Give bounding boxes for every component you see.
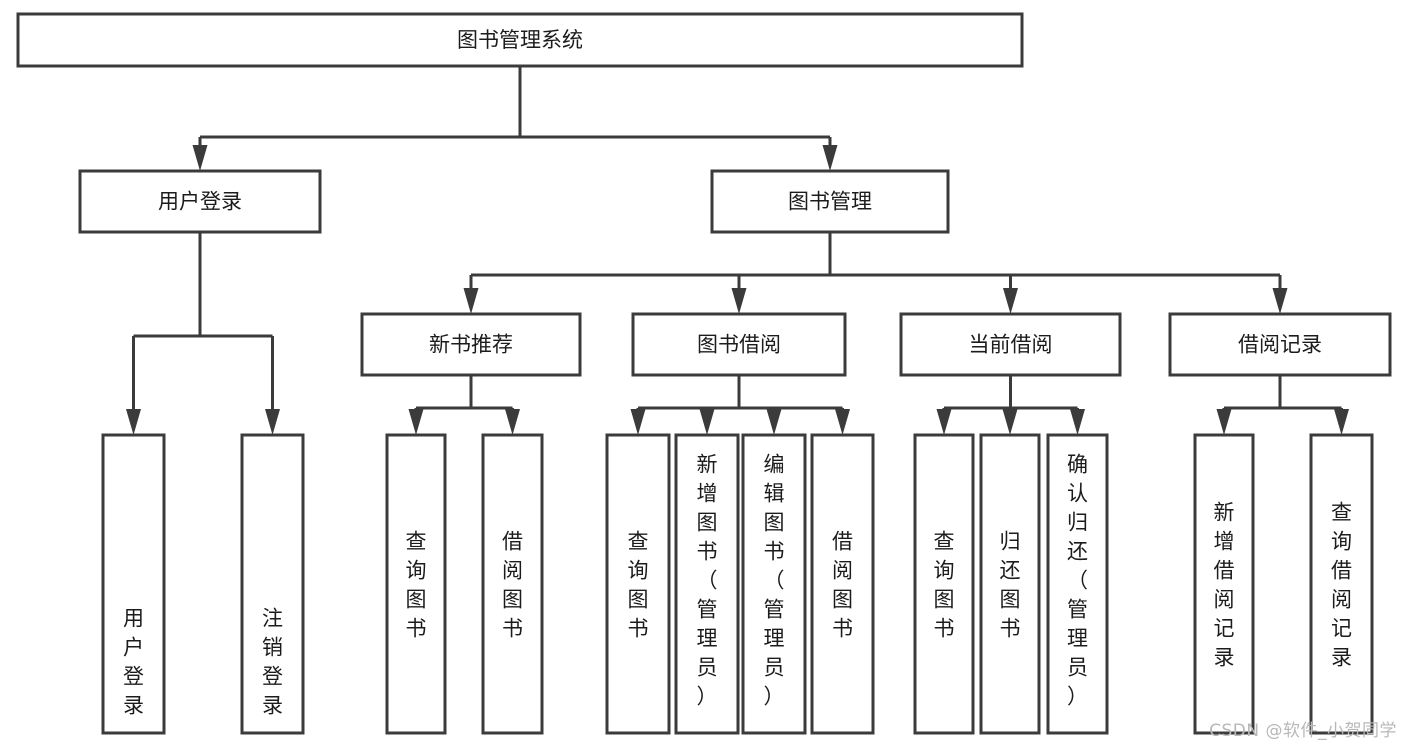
connector-arrowhead xyxy=(1272,288,1288,314)
connector-arrowhead xyxy=(192,145,208,171)
connector-arrowhead xyxy=(126,409,141,435)
connector-arrowhead xyxy=(936,409,952,435)
connector-arrowhead xyxy=(463,288,479,314)
node-box-leaf-add-record xyxy=(1193,433,1255,735)
connector-group-current-borrow xyxy=(936,375,1085,435)
node-label-leaf-borrow-book-1: 借阅图书 xyxy=(502,530,523,641)
connector-arrowhead xyxy=(835,409,850,435)
node-box-leaf-borrow-book-1 xyxy=(481,433,544,735)
node-label-leaf-add-record: 新增借阅记录 xyxy=(1214,501,1235,670)
node-leaf-borrow-book-2[interactable]: 借阅图书 xyxy=(810,433,875,735)
node-label-book-manage: 图书管理 xyxy=(788,190,872,214)
node-leaf-query-book-2[interactable]: 查询图书 xyxy=(605,433,671,735)
node-box-leaf-query-book-1 xyxy=(385,433,447,735)
connector-arrowhead xyxy=(265,409,280,435)
node-box-leaf-query-book-2 xyxy=(605,433,671,735)
connector-arrowhead xyxy=(1070,409,1085,435)
connector-group-book-borrow xyxy=(630,375,850,435)
node-leaf-query-book-3[interactable]: 查询图书 xyxy=(913,433,975,735)
node-label-leaf-query-record: 查询借阅记录 xyxy=(1331,501,1352,670)
connector-group-book-manage xyxy=(463,232,1288,314)
node-leaf-add-record[interactable]: 新增借阅记录 xyxy=(1193,433,1255,735)
node-label-current-borrow: 当前借阅 xyxy=(969,333,1053,357)
node-label-leaf-query-book-3: 查询图书 xyxy=(934,530,955,641)
node-label-leaf-query-book-1: 查询图书 xyxy=(406,530,427,641)
connector-group-user-login xyxy=(126,232,280,435)
connector-group-new-book-rec xyxy=(408,375,520,435)
node-leaf-return-book[interactable]: 归还图书 xyxy=(979,433,1041,735)
connector-arrowhead xyxy=(731,288,747,314)
node-current-borrow[interactable]: 当前借阅 xyxy=(899,312,1122,377)
connector-arrowhead xyxy=(505,409,520,435)
node-box-leaf-confirm-return xyxy=(1046,433,1109,735)
connector-arrowhead xyxy=(1334,409,1349,435)
node-label-leaf-logout: 注销登录 xyxy=(262,607,283,718)
node-label-leaf-query-book-2: 查询图书 xyxy=(628,530,649,641)
node-box-leaf-return-book xyxy=(979,433,1041,735)
node-box-root xyxy=(16,12,1024,68)
connector-layer xyxy=(126,66,1349,435)
connector-arrowhead xyxy=(408,409,424,435)
node-leaf-query-book-1[interactable]: 查询图书 xyxy=(385,433,447,735)
node-book-manage[interactable]: 图书管理 xyxy=(710,169,950,234)
node-leaf-logout[interactable]: 注销登录 xyxy=(240,433,305,735)
node-book-borrow[interactable]: 图书借阅 xyxy=(631,312,847,377)
node-label-leaf-confirm-return: 确认归还（管理员） xyxy=(1067,453,1088,709)
node-label-leaf-add-book: 新增图书（管理员） xyxy=(697,453,718,709)
node-leaf-user-login[interactable]: 用户登录 xyxy=(101,433,166,735)
node-leaf-borrow-book-1[interactable]: 借阅图书 xyxy=(481,433,544,735)
node-label-book-borrow: 图书借阅 xyxy=(697,333,781,357)
node-leaf-query-record[interactable]: 查询借阅记录 xyxy=(1309,433,1374,735)
node-label-root: 图书管理系统 xyxy=(457,28,583,52)
node-box-leaf-query-record xyxy=(1309,433,1374,735)
connector-group-root xyxy=(192,66,838,171)
node-box-leaf-user-login xyxy=(101,433,166,735)
node-box-leaf-query-book-3 xyxy=(913,433,975,735)
node-label-leaf-return-book: 归还图书 xyxy=(1000,530,1021,641)
connector-arrowhead xyxy=(1003,288,1018,314)
node-box-leaf-edit-book xyxy=(741,433,807,735)
node-box-leaf-borrow-book-2 xyxy=(810,433,875,735)
watermark-label: CSDN @软件_小贺同学 xyxy=(1209,721,1397,741)
node-leaf-add-book[interactable]: 新增图书（管理员） xyxy=(674,433,740,735)
node-new-book-rec[interactable]: 新书推荐 xyxy=(360,312,582,377)
node-label-leaf-borrow-book-2: 借阅图书 xyxy=(832,530,853,641)
node-box-leaf-logout xyxy=(240,433,305,735)
node-box-user-login xyxy=(78,169,322,234)
node-leaf-confirm-return[interactable]: 确认归还（管理员） xyxy=(1046,433,1109,735)
connector-arrowhead xyxy=(766,409,782,435)
node-borrow-record[interactable]: 借阅记录 xyxy=(1168,312,1392,377)
node-label-leaf-user-login: 用户登录 xyxy=(123,607,144,718)
node-label-borrow-record: 借阅记录 xyxy=(1238,333,1322,357)
connector-arrowhead xyxy=(699,409,715,435)
node-box-new-book-rec xyxy=(360,312,582,377)
node-box-leaf-add-book xyxy=(674,433,740,735)
node-layer: 图书管理系统用户登录图书管理新书推荐图书借阅当前借阅借阅记录用户登录注销登录查询… xyxy=(16,12,1392,735)
connector-group-borrow-record xyxy=(1216,375,1349,435)
node-root[interactable]: 图书管理系统 xyxy=(16,12,1024,68)
connector-arrowhead xyxy=(822,145,838,171)
connector-arrowhead xyxy=(1216,409,1232,435)
node-label-new-book-rec: 新书推荐 xyxy=(429,333,513,357)
node-label-user-login: 用户登录 xyxy=(158,190,242,214)
node-leaf-edit-book[interactable]: 编辑图书（管理员） xyxy=(741,433,807,735)
node-user-login[interactable]: 用户登录 xyxy=(78,169,322,234)
node-box-book-manage xyxy=(710,169,950,234)
node-box-borrow-record xyxy=(1168,312,1392,377)
connector-arrowhead xyxy=(1002,409,1018,435)
node-box-book-borrow xyxy=(631,312,847,377)
node-box-current-borrow xyxy=(899,312,1122,377)
node-label-leaf-edit-book: 编辑图书（管理员） xyxy=(764,453,785,709)
connector-arrowhead xyxy=(630,409,646,435)
